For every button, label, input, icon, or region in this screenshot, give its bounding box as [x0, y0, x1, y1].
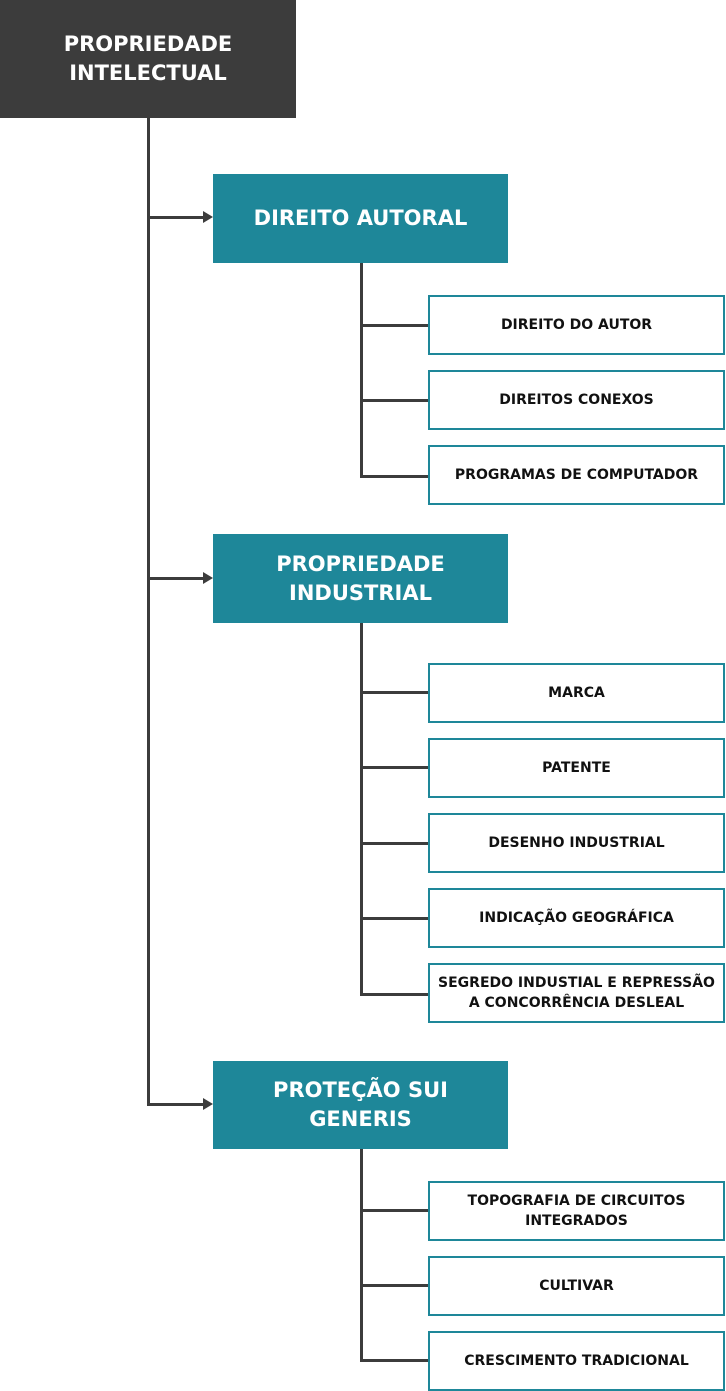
- leaf-label: MARCA: [548, 685, 605, 701]
- leaf-label: SEGREDO INDUSTIAL E REPRESSÃO A CONCORRÊ…: [438, 975, 715, 1011]
- branch-connector-1: [147, 577, 203, 580]
- leaf-node: DIREITOS CONEXOS: [428, 370, 725, 430]
- branch-connector-2: [147, 1103, 203, 1106]
- root-node: PROPRIEDADE INTELECTUAL: [0, 0, 296, 118]
- leaf-label: CULTIVAR: [539, 1278, 614, 1294]
- item-0-2-connector: [360, 475, 429, 478]
- category-node-protecao-sui-generis: PROTEÇÃO SUI GENERIS: [213, 1061, 508, 1149]
- category-label: PROPRIEDADE INDUSTRIAL: [276, 551, 445, 605]
- category-node-propriedade-industrial: PROPRIEDADE INDUSTRIAL: [213, 534, 508, 623]
- category-2-spine: [360, 1148, 363, 1362]
- category-label: DIREITO AUTORAL: [253, 206, 468, 230]
- item-0-1-connector: [360, 399, 429, 402]
- trunk-connector: [147, 117, 150, 1106]
- item-1-4-connector: [360, 993, 429, 996]
- leaf-label: TOPOGRAFIA DE CIRCUITOS INTEGRADOS: [467, 1193, 686, 1229]
- leaf-node: INDICAÇÃO GEOGRÁFICA: [428, 888, 725, 948]
- leaf-node: DIREITO DO AUTOR: [428, 295, 725, 355]
- leaf-label: DIREITOS CONEXOS: [499, 392, 654, 408]
- category-label: PROTEÇÃO SUI GENERIS: [273, 1078, 448, 1131]
- leaf-node: MARCA: [428, 663, 725, 723]
- item-1-0-connector: [360, 691, 429, 694]
- item-1-1-connector: [360, 766, 429, 769]
- item-2-1-connector: [360, 1284, 429, 1287]
- leaf-label: DIREITO DO AUTOR: [500, 317, 653, 333]
- leaf-node: PATENTE: [428, 738, 725, 798]
- item-2-0-connector: [360, 1209, 429, 1212]
- arrow-head-1: [203, 572, 213, 584]
- root-label: PROPRIEDADE INTELECTUAL: [63, 32, 233, 85]
- item-1-3-connector: [360, 917, 429, 920]
- leaf-node: DESENHO INDUSTRIAL: [428, 813, 725, 873]
- category-0-spine: [360, 262, 363, 478]
- leaf-node: CRESCIMENTO TRADICIONAL: [428, 1331, 725, 1391]
- arrow-head-2: [203, 1098, 213, 1110]
- leaf-label: DESENHO INDUSTRIAL: [488, 835, 665, 851]
- leaf-node: TOPOGRAFIA DE CIRCUITOS INTEGRADOS: [428, 1181, 725, 1241]
- category-1-spine: [360, 622, 363, 996]
- leaf-node: PROGRAMAS DE COMPUTADOR: [428, 445, 725, 505]
- item-0-0-connector: [360, 324, 429, 327]
- leaf-label: CRESCIMENTO TRADICIONAL: [464, 1353, 689, 1369]
- leaf-label: PATENTE: [542, 760, 611, 776]
- category-node-direito-autoral: DIREITO AUTORAL: [213, 174, 508, 263]
- leaf-label: INDICAÇÃO GEOGRÁFICA: [479, 910, 674, 926]
- item-1-2-connector: [360, 842, 429, 845]
- item-2-2-connector: [360, 1359, 429, 1362]
- branch-connector-0: [147, 216, 203, 219]
- arrow-head-0: [203, 211, 213, 223]
- leaf-node: SEGREDO INDUSTIAL E REPRESSÃO A CONCORRÊ…: [428, 963, 725, 1023]
- leaf-label: PROGRAMAS DE COMPUTADOR: [454, 467, 699, 483]
- leaf-node: CULTIVAR: [428, 1256, 725, 1316]
